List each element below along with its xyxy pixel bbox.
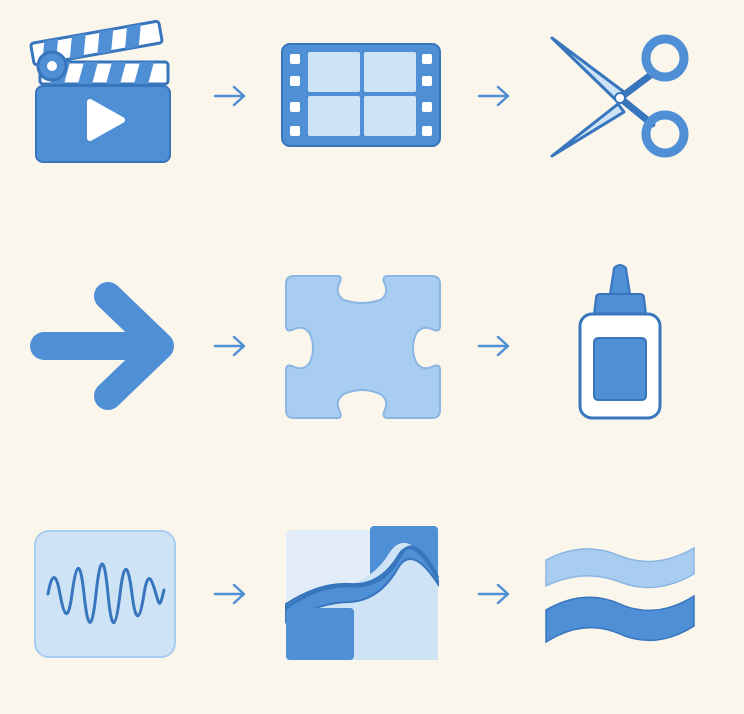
small-right-arrow-icon (213, 85, 246, 107)
small-right-arrow-icon (477, 85, 510, 107)
small-right-arrow-icon (213, 583, 246, 605)
small-right-arrow-icon (477, 335, 510, 357)
waves-icon (545, 546, 695, 644)
small-right-arrow-icon (477, 583, 510, 605)
film-frames-icon (281, 43, 441, 147)
puzzle-piece-icon (285, 275, 441, 419)
sound-wave-icon (34, 530, 176, 658)
clapperboard-icon (29, 19, 171, 163)
glue-bottle-icon (578, 264, 662, 420)
crossfade-icon (285, 526, 440, 660)
right-arrow-icon (30, 282, 174, 410)
small-right-arrow-icon (213, 335, 246, 357)
scissors-icon (550, 34, 689, 158)
